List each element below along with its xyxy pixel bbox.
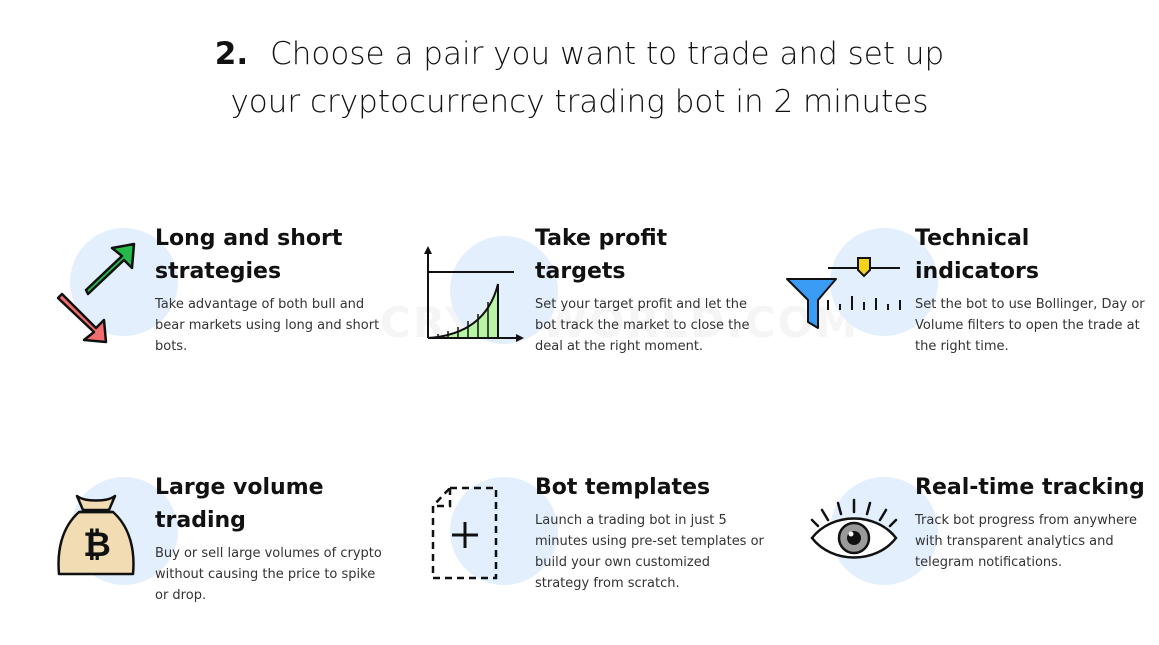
long-short-arrows-icon [56, 242, 136, 344]
feature-description-line: Volume filters to open the trade at [915, 318, 1140, 333]
profit-chart-icon [424, 246, 524, 342]
feature-description-line: Track bot progress from anywhere [915, 513, 1138, 528]
feature-description-line: bot track the market to close the [535, 318, 750, 333]
feature-description: Track bot progress from anywhere with tr… [915, 510, 1145, 573]
feature-description: Set your target profit and let the bot t… [535, 294, 765, 357]
feature-large-volume: Large volume trading Buy or sell large v… [155, 471, 385, 606]
heading-line-2: your cryptocurrency trading bot in 2 min… [230, 84, 929, 120]
feature-description: Set the bot to use Bollinger, Day or Vol… [915, 294, 1145, 357]
feature-bot-templates: Bot templates Launch a trading bot in ju… [535, 471, 765, 594]
feature-description-line: Buy or sell large volumes of crypto [155, 546, 382, 561]
feature-title: Large volume trading [155, 471, 385, 537]
heading-line-1: 2. Choose a pair you want to trade and se… [0, 30, 1159, 78]
feature-description-line: build your own customized [535, 555, 710, 570]
feature-real-time-tracking: Real-time tracking Track bot progress fr… [915, 471, 1145, 573]
feature-title: Take profit targets [535, 222, 765, 288]
feature-title-line: indicators [915, 259, 1039, 284]
feature-description-line: bots. [155, 339, 188, 354]
feature-description-line: Set your target profit and let the [535, 297, 747, 312]
feature-description-line: with transparent analytics and [915, 534, 1114, 549]
feature-title: Real-time tracking [915, 471, 1145, 504]
heading-text-1: Choose a pair you want to trade and set … [270, 36, 945, 72]
icon-background-circle [450, 477, 558, 585]
feature-description-line: the right time. [915, 339, 1009, 354]
feature-description-line: minutes using pre-set templates or [535, 534, 764, 549]
feature-title-line: trading [155, 508, 246, 533]
feature-technical-indicators: Technical indicators Set the bot to use … [915, 222, 1145, 357]
eye-icon [810, 498, 898, 559]
bitcoin-money-bag-icon: ₿ [57, 494, 135, 576]
feature-title-line: Large volume [155, 475, 324, 500]
feature-title-line: Take profit [535, 226, 668, 251]
feature-title: Technical indicators [915, 222, 1145, 288]
feature-title-line: Bot templates [535, 475, 711, 500]
feature-description-line: strategy from scratch. [535, 576, 680, 591]
icon-background-circle [830, 228, 938, 336]
feature-description-line: deal at the right moment. [535, 339, 704, 354]
feature-description-line: Set the bot to use Bollinger, Day or [915, 297, 1145, 312]
feature-description-line: bear markets using long and short [155, 318, 380, 333]
feature-take-profit: Take profit targets Set your target prof… [535, 222, 765, 357]
feature-title-line: targets [535, 259, 626, 284]
feature-description-line: or drop. [155, 588, 207, 603]
feature-description: Launch a trading bot in just 5 minutes u… [535, 510, 765, 594]
feature-title: Bot templates [535, 471, 765, 504]
feature-description-line: without causing the price to spike [155, 567, 376, 582]
feature-title-line: Real-time tracking [915, 475, 1145, 500]
feature-description-line: Launch a trading bot in just 5 [535, 513, 727, 528]
step-number: 2. [214, 36, 249, 72]
feature-description: Take advantage of both bull and bear mar… [155, 294, 385, 357]
add-template-icon [431, 486, 498, 580]
feature-description: Buy or sell large volumes of crypto with… [155, 543, 385, 606]
filter-funnel-icon [786, 257, 901, 329]
page-heading: 2. Choose a pair you want to trade and se… [0, 30, 1159, 126]
feature-title: Long and short strategies [155, 222, 385, 288]
feature-title-line: strategies [155, 259, 282, 284]
feature-description-line: telegram notifications. [915, 555, 1063, 570]
feature-long-short: Long and short strategies Take advantage… [155, 222, 385, 357]
feature-description-line: Take advantage of both bull and [155, 297, 365, 312]
feature-title-line: Long and short [155, 226, 343, 251]
feature-title-line: Technical [915, 226, 1030, 251]
svg-text:₿: ₿ [83, 525, 111, 565]
